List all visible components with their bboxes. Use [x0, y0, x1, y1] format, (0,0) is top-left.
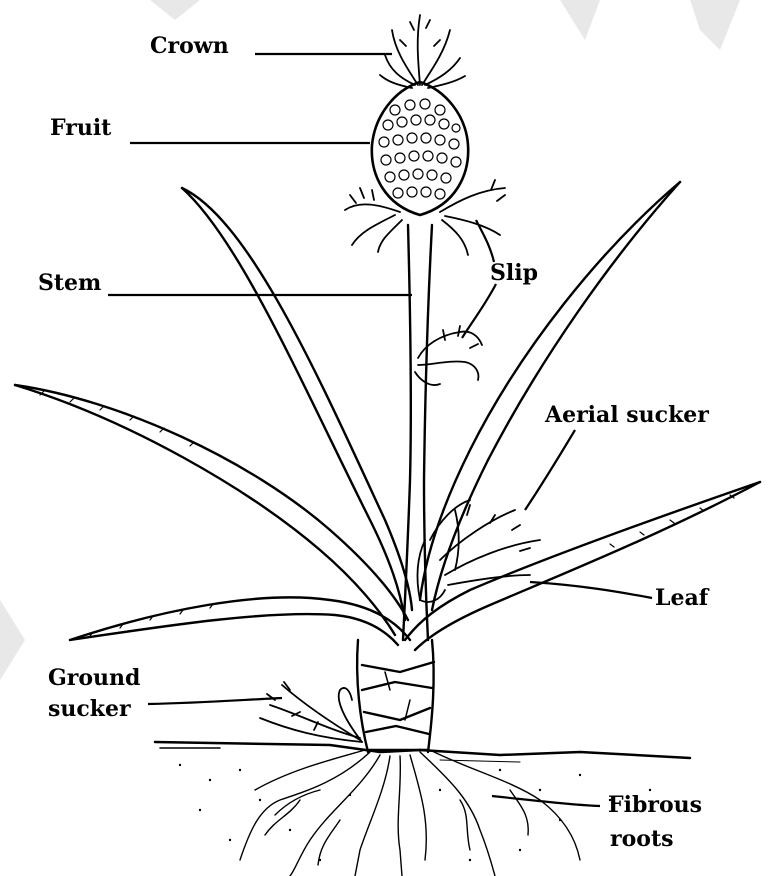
- fruit-eyes: [379, 99, 461, 199]
- ground-sucker-label-line2: sucker: [48, 696, 131, 722]
- slip-label: Slip: [490, 260, 538, 286]
- corner-marks: [0, 0, 740, 680]
- stem-label: Stem: [38, 270, 101, 296]
- ground-sucker-label-line1: Ground: [48, 665, 140, 691]
- soil-dots: [179, 764, 651, 861]
- leaf-label: Leaf: [655, 585, 710, 611]
- stem-base: [357, 640, 434, 752]
- pineapple-crown: [380, 15, 465, 88]
- labels: Crown Fruit Stem Slip Aerial sucker Leaf…: [38, 33, 710, 852]
- fibrous-roots-label-line1: Fibrous: [608, 792, 702, 818]
- fibrous-roots-label-line2: roots: [610, 826, 674, 852]
- pineapple-fruit: [372, 82, 468, 215]
- ground-sucker-leader: [148, 698, 282, 704]
- ground-sucker: [260, 682, 362, 742]
- aerial-sucker-label: Aerial sucker: [544, 402, 709, 428]
- fruit-label: Fruit: [50, 115, 112, 141]
- ground: [155, 742, 690, 762]
- slip-top: [345, 180, 505, 255]
- crown-label: Crown: [150, 33, 229, 59]
- leader-lines: [108, 54, 652, 806]
- slip-leader-upper: [476, 220, 494, 262]
- fibrous-roots: [240, 750, 580, 876]
- slip-leader-lower: [462, 284, 496, 338]
- aerial-sucker-leader: [525, 430, 575, 510]
- leaf-leader: [530, 582, 652, 598]
